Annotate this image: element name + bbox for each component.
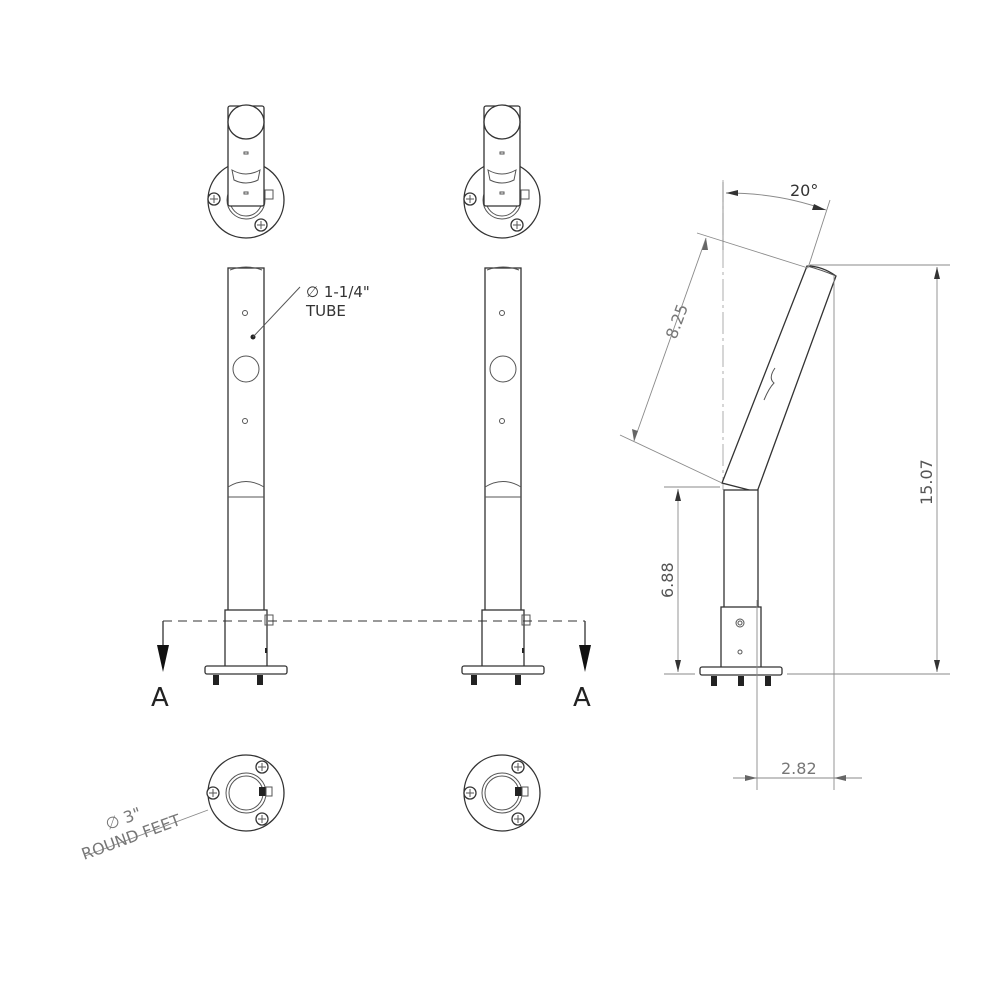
screw-icon <box>463 192 477 206</box>
arrow-down-icon <box>157 645 169 672</box>
screw-icon <box>463 786 477 800</box>
offset-label: 2.82 <box>781 759 817 778</box>
section-label-left: A <box>151 683 169 713</box>
tube-diameter-label: ∅ 1-1/4" <box>306 283 370 301</box>
feet-callout: ∅ 3" ROUND FEET <box>79 803 209 864</box>
screw-icon <box>255 760 269 774</box>
screw-icon <box>511 812 525 826</box>
angled-length-label: 8.25 <box>662 301 692 341</box>
front-view-left <box>204 266 288 685</box>
top-view-left <box>207 104 285 239</box>
total-height-label: 15.07 <box>917 459 936 505</box>
angle-dimension: 20° <box>722 181 831 269</box>
total-height-dimension: 15.07 <box>787 264 950 675</box>
screw-icon <box>254 218 268 232</box>
screw-icon <box>510 218 524 232</box>
screw-icon <box>255 812 269 826</box>
top-view-middle <box>463 104 541 239</box>
front-view-middle <box>461 266 545 685</box>
bottom-view-left <box>206 754 285 832</box>
tube-label: TUBE <box>305 302 346 320</box>
arrow-down-icon <box>579 645 591 672</box>
tube-callout: ∅ 1-1/4" TUBE <box>250 283 370 340</box>
section-label-right: A <box>573 683 591 713</box>
lower-height-label: 6.88 <box>658 562 677 598</box>
bottom-view-middle <box>463 754 541 832</box>
lower-height-dimension: 6.88 <box>658 486 720 675</box>
screw-icon <box>206 786 220 800</box>
side-view-right <box>699 180 837 686</box>
offset-dimension: 2.82 <box>733 276 862 790</box>
screw-icon <box>511 760 525 774</box>
screw-icon <box>207 192 221 206</box>
section-line: A A <box>151 620 591 713</box>
angle-label: 20° <box>790 181 818 200</box>
